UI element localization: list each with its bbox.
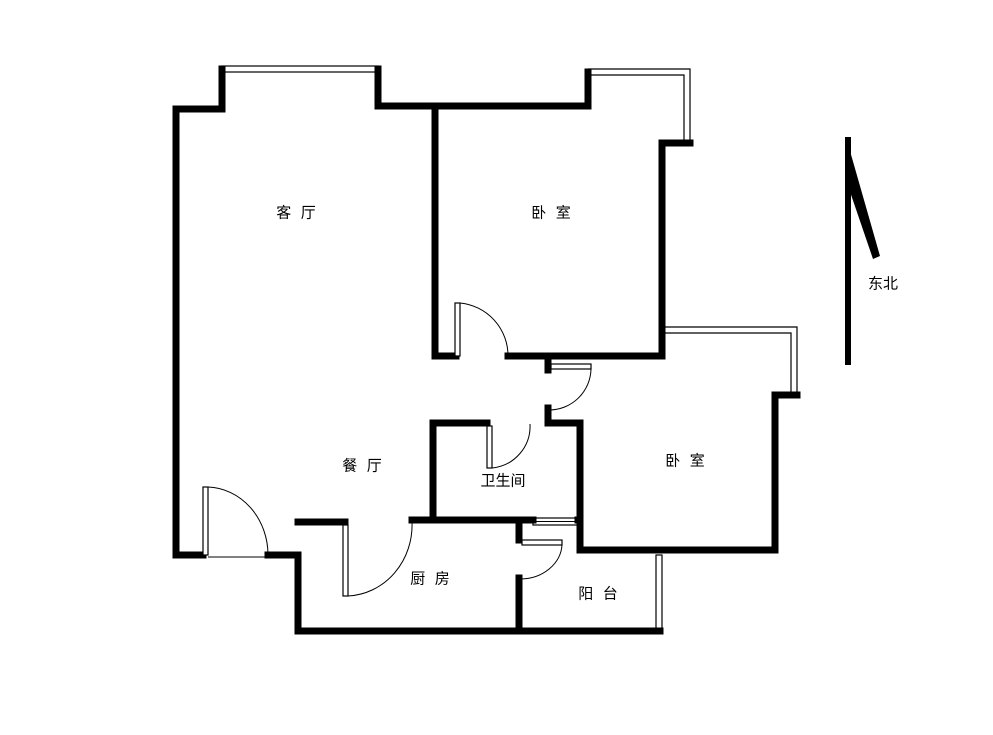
room-label-balcony: 阳 台 <box>578 584 618 603</box>
window-living-room <box>221 65 379 73</box>
door-balcony[interactable] <box>520 539 563 580</box>
room-label-kitchen: 厨 房 <box>410 569 450 588</box>
room-label-bathroom: 卫生间 <box>480 471 526 490</box>
room-label-dining-room: 餐 厅 <box>342 456 382 475</box>
door-bedroom-2[interactable] <box>548 363 592 411</box>
window-bedroom-1 <box>588 68 691 144</box>
room-label-living-room: 客 厅 <box>276 203 316 222</box>
compass-label: 东北 <box>867 274 899 293</box>
room-label-bedroom-2: 卧 室 <box>665 451 705 470</box>
door-entrance[interactable] <box>202 486 269 558</box>
door-kitchen[interactable] <box>342 521 413 597</box>
room-label-bedroom-1: 卧 室 <box>531 203 571 222</box>
walls <box>172 65 801 635</box>
window-bedroom-2 <box>662 326 798 396</box>
door-bathroom[interactable] <box>486 423 531 469</box>
north-arrow-icon <box>845 137 880 365</box>
window-balcony <box>655 554 663 632</box>
door-bedroom-1[interactable] <box>454 302 509 357</box>
